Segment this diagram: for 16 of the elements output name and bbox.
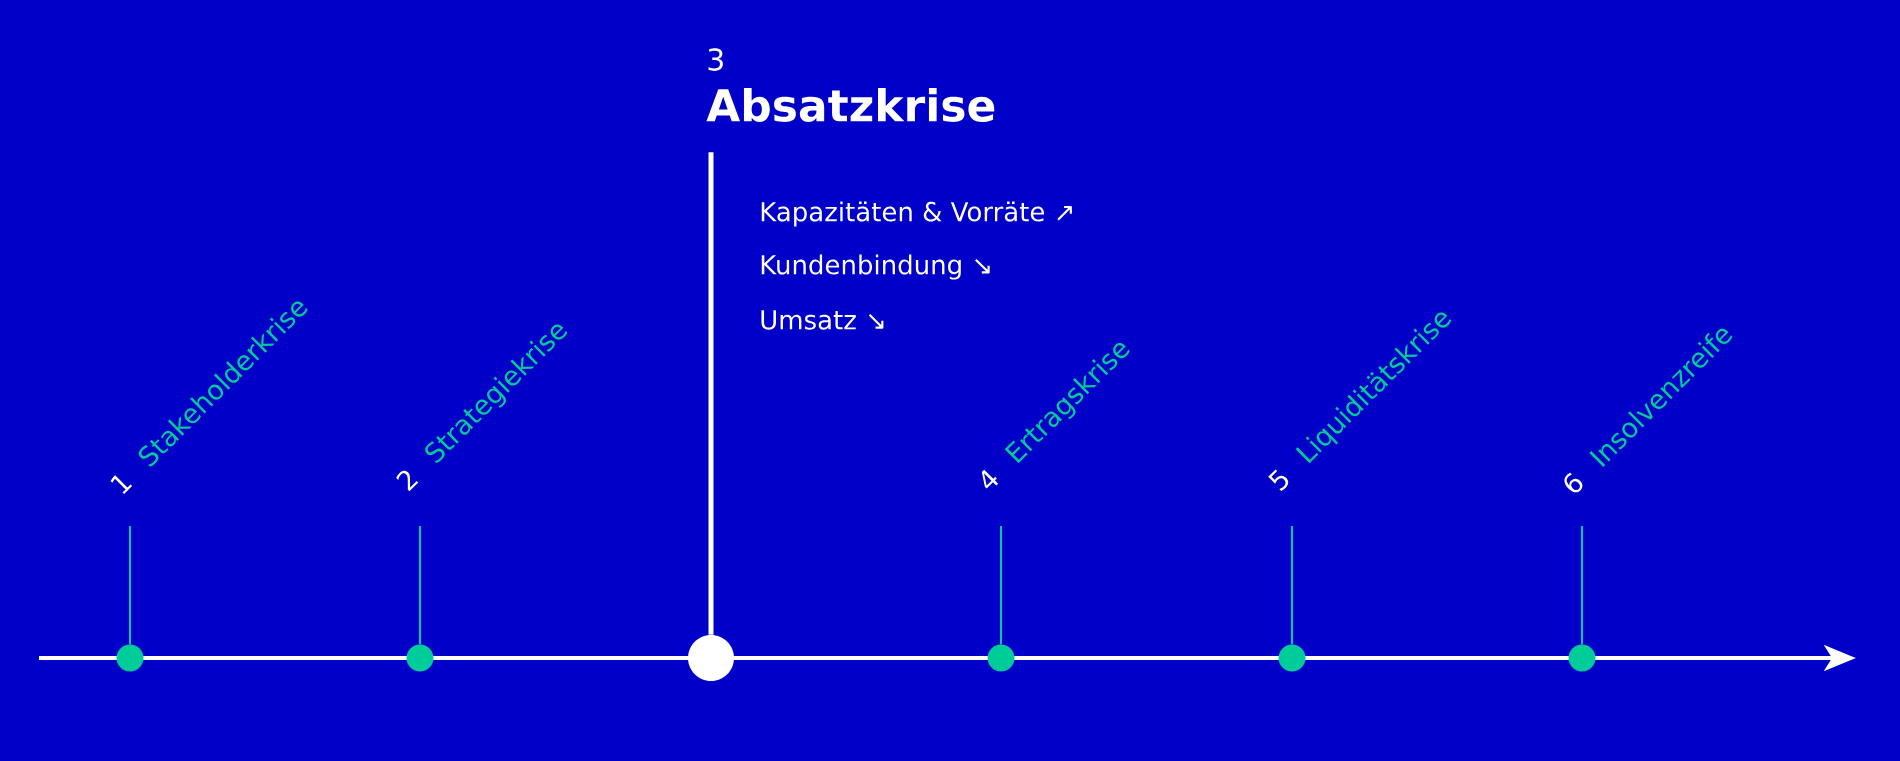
- stem-line: [1000, 525, 1002, 646]
- milestone-heading: 3 Absatzkrise: [706, 48, 995, 122]
- milestone-dot: [1278, 644, 1306, 672]
- stem-line: [1291, 525, 1293, 646]
- stem-line: [129, 525, 131, 646]
- milestone-dot: [1568, 644, 1596, 672]
- milestone-dot: [987, 644, 1015, 672]
- text-line: Umsatz ↘: [761, 310, 884, 330]
- milestone-dot: [406, 644, 434, 672]
- stem-line: [708, 152, 714, 635]
- milestone-dot: [688, 635, 734, 681]
- text-line: Kapazitäten & Vorräte ↗: [761, 201, 1072, 227]
- stem-line: [1581, 525, 1583, 646]
- text-line: Kundenbindung ↘: [761, 254, 990, 280]
- milestone-dot: [116, 644, 144, 672]
- stem-line: [419, 525, 421, 646]
